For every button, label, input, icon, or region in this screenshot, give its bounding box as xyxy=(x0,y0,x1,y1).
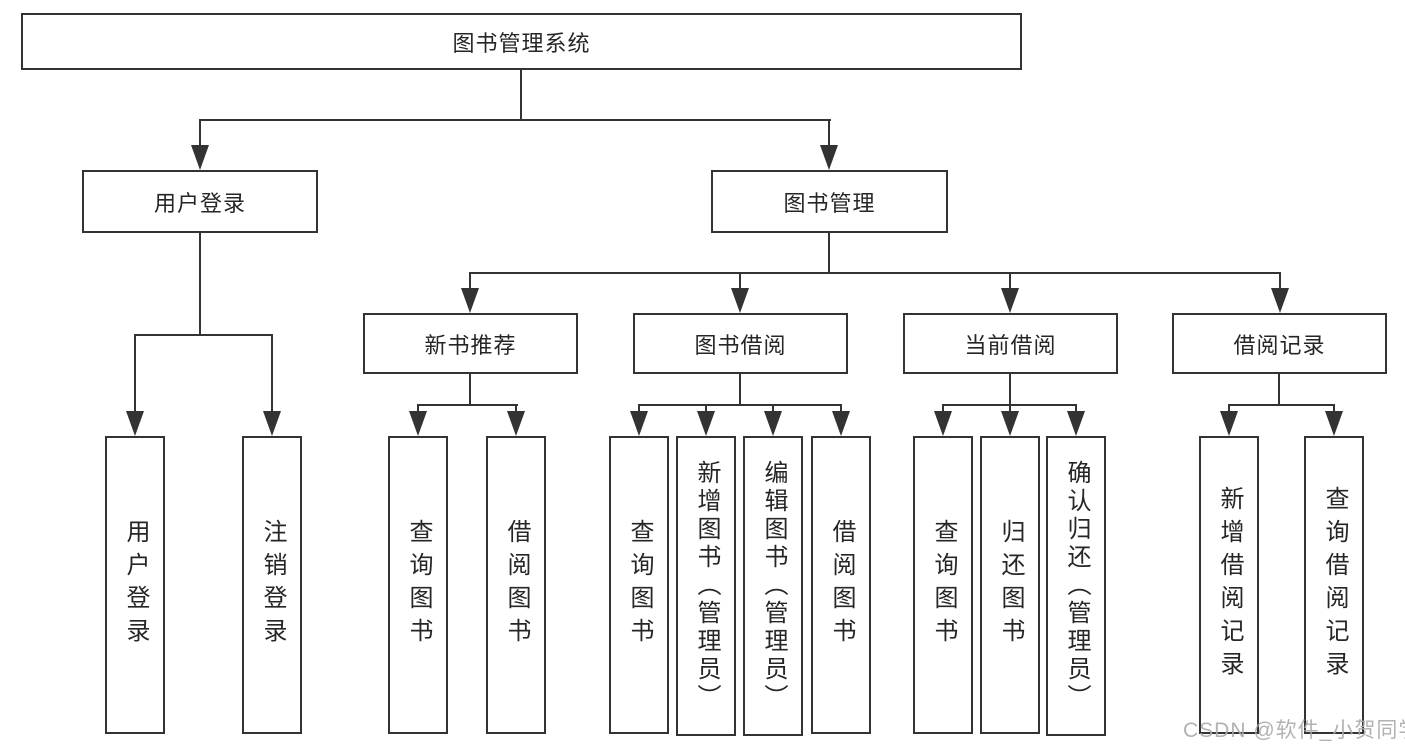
arrowhead-leaf-login xyxy=(126,411,144,436)
connector-drop xyxy=(1075,404,1077,414)
leaf-add-book-admin: 新增图书（管理员） xyxy=(676,436,736,736)
arrowhead-leaf-logout xyxy=(263,411,281,436)
node-book-borrow: 图书借阅 xyxy=(633,313,848,374)
connector-drop xyxy=(1228,404,1230,414)
connector-drop-leaf-login xyxy=(134,334,136,412)
leaf-query-book-recommend: 查询图书 xyxy=(388,436,448,734)
connector-drop xyxy=(638,404,640,414)
connector-book-borrow-rail xyxy=(638,404,842,406)
arrowhead-borrow-record xyxy=(1271,288,1289,313)
arrowhead-current-borrow xyxy=(1001,288,1019,313)
node-book-management: 图书管理 xyxy=(711,170,948,233)
leaf-add-borrow-record: 新增借阅记录 xyxy=(1199,436,1259,734)
connector-user-login-stem xyxy=(199,233,201,336)
connector-root-rail xyxy=(199,119,831,121)
connector-borrow-record-stem xyxy=(1278,374,1280,406)
connector-book-mgmt-stem xyxy=(828,233,830,274)
leaf-query-book-borrow: 查询图书 xyxy=(609,436,669,734)
connector-drop-leaf-logout xyxy=(271,334,273,412)
connector-drop xyxy=(417,404,419,414)
node-borrow-record: 借阅记录 xyxy=(1172,313,1387,374)
connector-root-stem xyxy=(520,69,522,120)
watermark: CSDN @软件_小贺同学 xyxy=(1183,719,1405,742)
connector-book-mgmt-rail xyxy=(469,272,1281,274)
leaf-logout: 注销登录 xyxy=(242,436,302,734)
arrowhead-new-book xyxy=(461,288,479,313)
connector-current-borrow-stem xyxy=(1009,374,1011,406)
arrowhead-book-management xyxy=(820,145,838,170)
arrowhead xyxy=(1220,411,1238,436)
node-new-book-recommend: 新书推荐 xyxy=(363,313,578,374)
arrowhead-user-login xyxy=(191,145,209,170)
arrowhead xyxy=(1325,411,1343,436)
node-user-login: 用户登录 xyxy=(82,170,318,233)
connector-drop xyxy=(515,404,517,414)
connector-drop-user-login xyxy=(199,119,201,148)
leaf-borrow-book-recommend: 借阅图书 xyxy=(486,436,546,734)
connector-book-borrow-stem xyxy=(739,374,741,406)
arrowhead xyxy=(1001,411,1019,436)
connector-drop-book-management xyxy=(828,119,830,148)
arrowhead xyxy=(697,411,715,436)
arrowhead xyxy=(507,411,525,436)
connector-drop xyxy=(1333,404,1335,414)
leaf-query-borrow-record: 查询借阅记录 xyxy=(1304,436,1364,734)
arrowhead xyxy=(1067,411,1085,436)
leaf-confirm-return-admin: 确认归还（管理员） xyxy=(1046,436,1106,736)
arrowhead xyxy=(934,411,952,436)
connector-borrow-record-rail xyxy=(1228,404,1335,406)
connector-drop xyxy=(942,404,944,414)
leaf-return-book: 归还图书 xyxy=(980,436,1040,734)
leaf-query-book-current: 查询图书 xyxy=(913,436,973,734)
arrowhead-book-borrow xyxy=(731,288,749,313)
leaf-borrow-book: 借阅图书 xyxy=(811,436,871,734)
connector-new-book-rail xyxy=(417,404,518,406)
node-root: 图书管理系统 xyxy=(21,13,1022,70)
connector-drop-borrow-record xyxy=(1279,272,1281,290)
leaf-edit-book-admin: 编辑图书（管理员） xyxy=(743,436,803,736)
node-current-borrow: 当前借阅 xyxy=(903,313,1118,374)
arrowhead xyxy=(764,411,782,436)
connector-user-login-rail xyxy=(134,334,273,336)
arrowhead xyxy=(832,411,850,436)
arrowhead xyxy=(409,411,427,436)
leaf-user-login: 用户登录 xyxy=(105,436,165,734)
connector-drop xyxy=(1009,404,1011,414)
connector-drop-book-borrow xyxy=(739,272,741,290)
connector-drop-new-book xyxy=(469,272,471,290)
connector-drop xyxy=(840,404,842,414)
connector-drop xyxy=(705,404,707,414)
connector-drop-current-borrow xyxy=(1009,272,1011,290)
connector-drop xyxy=(772,404,774,414)
arrowhead xyxy=(630,411,648,436)
connector-new-book-stem xyxy=(469,374,471,406)
